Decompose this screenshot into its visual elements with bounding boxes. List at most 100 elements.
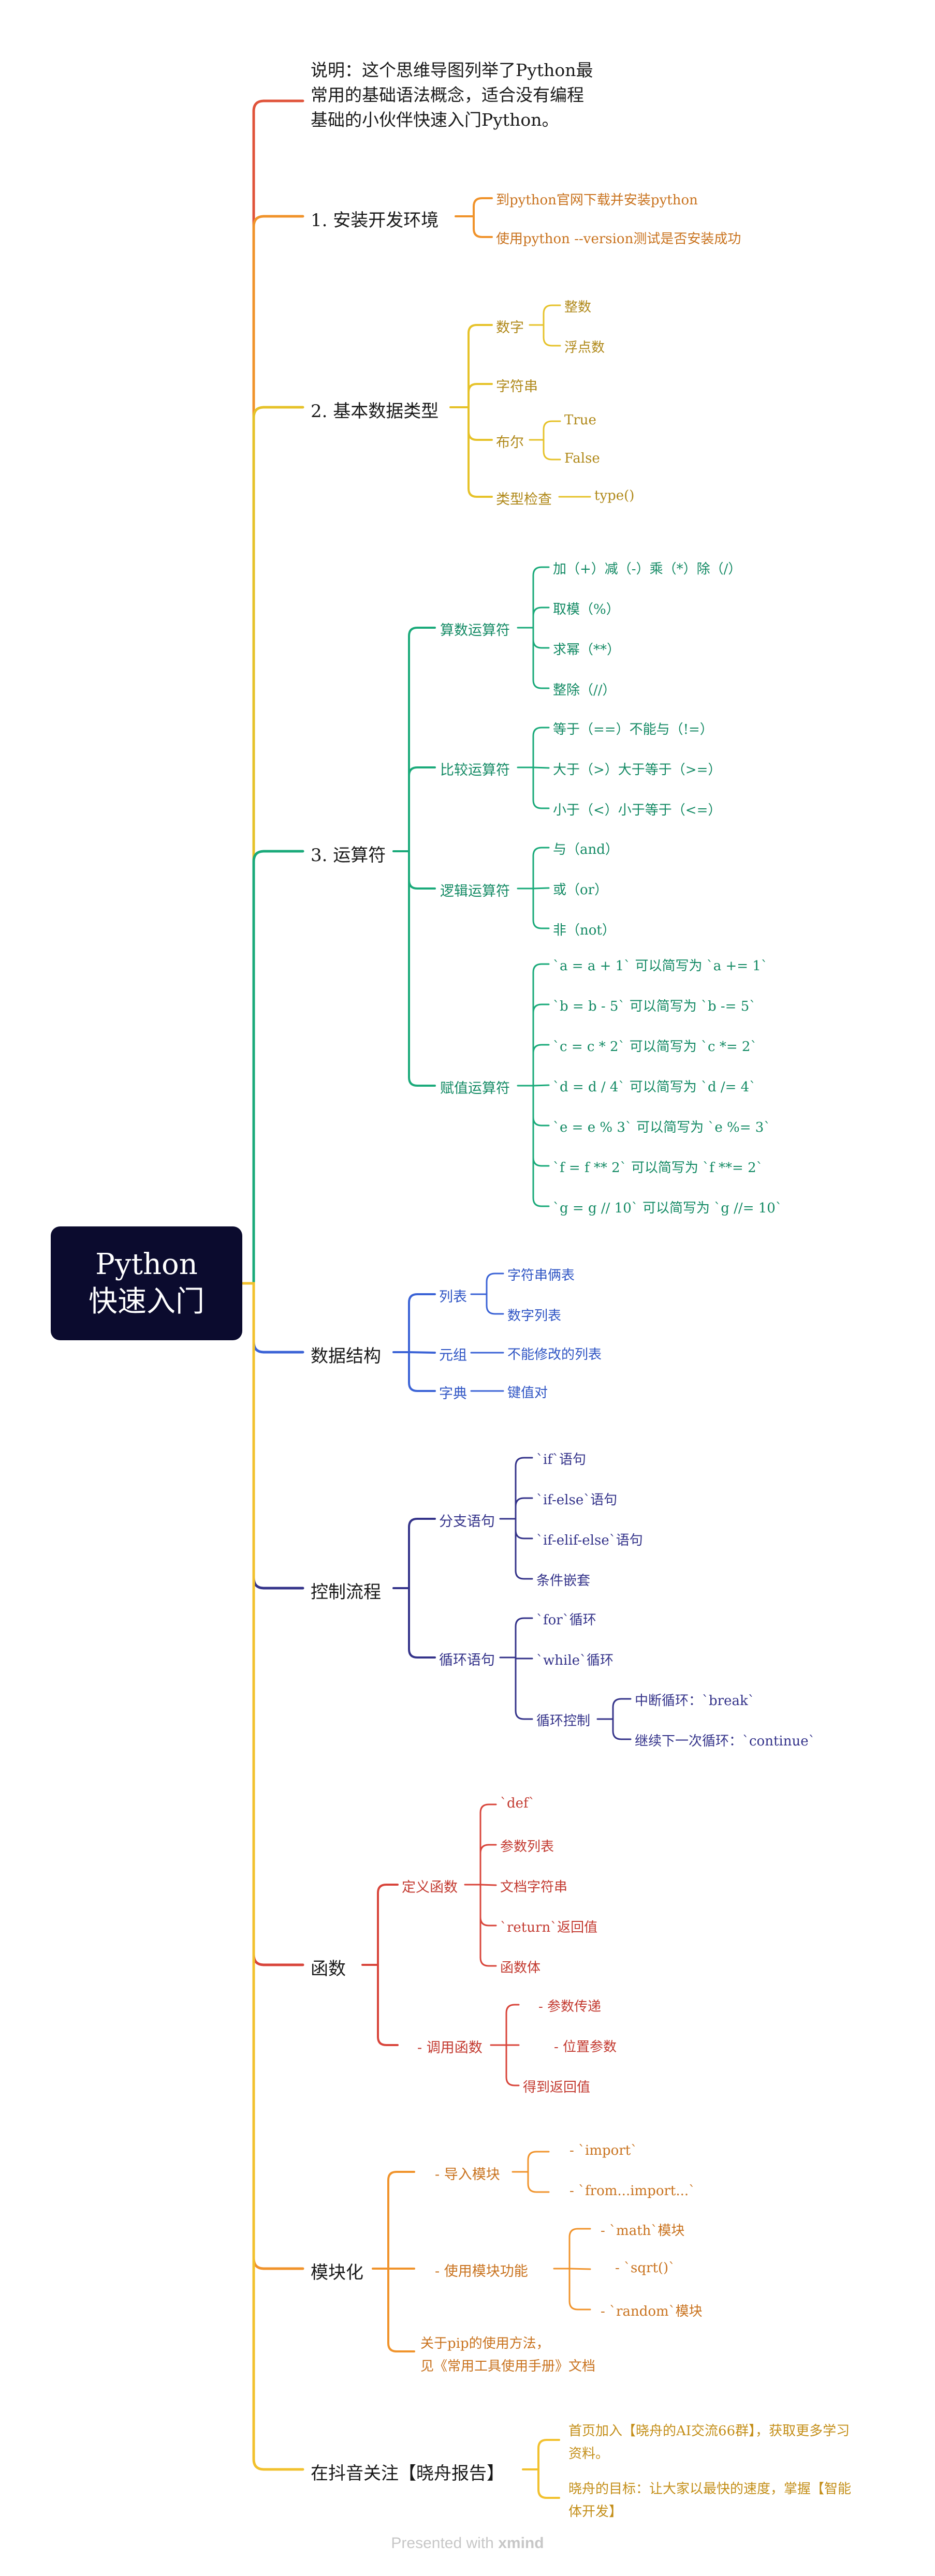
- wire-logic-kids-2: [532, 887, 550, 929]
- func-arg-passing-node[interactable]: - 参数传递: [538, 1999, 602, 2015]
- wire-loop-kids-2: [515, 1656, 533, 1720]
- wire-types-kids-2: [467, 406, 493, 441]
- flow-while-node[interactable]: `while`循环: [536, 1653, 614, 1668]
- ops-logic-or-node[interactable]: 或（or）: [553, 882, 608, 898]
- ds-dict-node[interactable]: 字典: [439, 1386, 467, 1402]
- ops-assign-node[interactable]: 赋值运算符: [440, 1080, 510, 1097]
- follow-group-node[interactable]: 首页加入【晓舟的AI交流66群】，获取更多学习 资料。: [568, 2423, 850, 2462]
- branch-modules[interactable]: 模块化: [311, 2262, 363, 2283]
- flow-for-node[interactable]: `for`循环: [536, 1612, 596, 1628]
- func-call-node[interactable]: - 调用函数: [417, 2040, 483, 2056]
- ops-assign-a-node[interactable]: `a = a + 1` 可以简写为 `a += 1`: [553, 958, 768, 974]
- wire-logic-kids-1: [532, 887, 550, 890]
- ops-assign-g-node[interactable]: `g = g // 10` 可以简写为 `g //= 10`: [553, 1201, 782, 1216]
- wire-define-kids-1: [479, 1844, 497, 1886]
- wire-compare-kids-1: [532, 766, 550, 769]
- ops-logic-node[interactable]: 逻辑运算符: [440, 883, 510, 899]
- wire-arith-kids-2: [532, 627, 550, 649]
- ops-assign-e-node[interactable]: `e = e % 3` 可以简写为 `e %= 3`: [553, 1120, 771, 1135]
- ds-list-node[interactable]: 列表: [439, 1289, 467, 1305]
- follow-goal-node[interactable]: 晓舟的目标：让大家以最快的速度，掌握【智能 体开发】: [568, 2481, 852, 2520]
- ops-compare-node[interactable]: 比较运算符: [440, 762, 510, 778]
- func-docstring-node[interactable]: 文档字符串: [500, 1879, 568, 1895]
- func-params-node[interactable]: 参数列表: [500, 1839, 554, 1855]
- func-def-keyword-node[interactable]: `def`: [500, 1796, 535, 1811]
- branch-install-env[interactable]: 1. 安装开发环境: [311, 210, 439, 231]
- wire-ds-kids-2: [408, 1351, 436, 1392]
- flow-continue-node[interactable]: 继续下一次循环：`continue`: [635, 1734, 815, 1749]
- ops-arith-pow-node[interactable]: 求幂（**）: [553, 642, 621, 658]
- branch-basic-types[interactable]: 2. 基本数据类型: [311, 401, 439, 422]
- flow-loop-node[interactable]: 循环语句: [439, 1652, 495, 1668]
- wire-ops-kids-1: [408, 766, 436, 852]
- wire-number-kids-1: [543, 324, 561, 347]
- env-download-node[interactable]: 到python官网下载并安装python: [496, 193, 698, 208]
- types-bool-node[interactable]: 布尔: [496, 435, 524, 451]
- types-float-node[interactable]: 浮点数: [564, 340, 605, 356]
- ops-arith-floordiv-node[interactable]: 整除（//）: [553, 683, 616, 698]
- mod-random-node[interactable]: - `random`模块: [601, 2304, 703, 2319]
- mod-import-stmt-node[interactable]: - `import`: [569, 2143, 638, 2158]
- ds-list-strings-node[interactable]: 字符串俩表: [507, 1268, 575, 1283]
- func-define-node[interactable]: 定义函数: [402, 1879, 458, 1896]
- wire-types-kids-1: [467, 383, 493, 408]
- branch-follow[interactable]: 在抖音关注【晓舟报告】: [311, 2463, 504, 2484]
- flow-if-node[interactable]: `if`语句: [536, 1452, 586, 1468]
- mod-from-import-node[interactable]: - `from...import...`: [569, 2183, 696, 2199]
- mod-pip-note-node[interactable]: 关于pip的使用方法， 见《常用工具使用手册》文档: [420, 2336, 596, 2374]
- ops-assign-f-node[interactable]: `f = f ** 2` 可以简写为 `f **= 2`: [553, 1160, 763, 1176]
- ds-tuple-desc-node[interactable]: 不能修改的列表: [507, 1347, 602, 1363]
- wire-ops-kids-2: [408, 850, 436, 890]
- ops-arith-basic-node[interactable]: 加（+）减（-）乘（*）除（/）: [553, 561, 742, 577]
- flow-if-elif-else-node[interactable]: `if-elif-else`语句: [536, 1533, 643, 1548]
- flow-break-node[interactable]: 中断循环：`break`: [635, 1693, 755, 1709]
- mod-import-node[interactable]: - 导入模块: [435, 2167, 500, 2183]
- types-type-func-node[interactable]: type(): [594, 488, 635, 504]
- wire-env-kids-1: [473, 215, 493, 238]
- types-false-node[interactable]: False: [564, 451, 600, 466]
- flow-branch-node[interactable]: 分支语句: [439, 1514, 495, 1530]
- ds-tuple-node[interactable]: 元组: [439, 1348, 467, 1364]
- ops-compare-eq-node[interactable]: 等于（==）不能与（!=）: [553, 722, 713, 737]
- ops-arith-mod-node[interactable]: 取模（%）: [553, 602, 620, 617]
- ops-assign-c-node[interactable]: `c = c * 2` 可以简写为 `c *= 2`: [553, 1039, 757, 1055]
- types-true-node[interactable]: True: [564, 412, 596, 428]
- ops-arith-node[interactable]: 算数运算符: [440, 623, 510, 639]
- branch-control-flow[interactable]: 控制流程: [311, 1582, 381, 1603]
- wire-follow-kids-1: [537, 2468, 560, 2499]
- types-typecheck-node[interactable]: 类型检查: [496, 492, 552, 508]
- ops-assign-b-node[interactable]: `b = b - 5` 可以简写为 `b -= 5`: [553, 999, 756, 1014]
- ops-logic-not-node[interactable]: 非（not）: [553, 923, 616, 938]
- branch-data-structures[interactable]: 数据结构: [311, 1346, 381, 1367]
- func-return-value-node[interactable]: 得到返回值: [523, 2080, 591, 2095]
- ds-dict-desc-node[interactable]: 键值对: [507, 1385, 548, 1401]
- types-string-node[interactable]: 字符串: [496, 379, 538, 395]
- flow-nested-node[interactable]: 条件嵌套: [536, 1573, 591, 1589]
- wire-flow-kids-0: [408, 1518, 436, 1589]
- flow-if-else-node[interactable]: `if-else`语句: [536, 1492, 618, 1508]
- branch-functions[interactable]: 函数: [311, 1959, 346, 1979]
- mod-math-node[interactable]: - `math`模块: [601, 2223, 685, 2239]
- ops-compare-gt-node[interactable]: 大于（>）大于等于（>=）: [553, 762, 722, 778]
- central-topic[interactable]: Python 快速入门: [51, 1226, 242, 1340]
- branch-operators[interactable]: 3. 运算符: [311, 845, 386, 866]
- ops-compare-lt-node[interactable]: 小于（<）小于等于（<=）: [553, 803, 722, 818]
- ds-list-numbers-node[interactable]: 数字列表: [507, 1308, 562, 1324]
- mod-use-node[interactable]: - 使用模块功能: [435, 2263, 528, 2279]
- ops-assign-d-node[interactable]: `d = d / 4` 可以简写为 `d /= 4`: [553, 1079, 756, 1095]
- wire-loop-kids-0: [515, 1617, 533, 1659]
- wire-arith-kids-1: [532, 606, 550, 629]
- wire-branch-kids-3: [515, 1518, 533, 1580]
- types-number-node[interactable]: 数字: [496, 320, 524, 336]
- ops-logic-and-node[interactable]: 与（and）: [553, 842, 619, 857]
- func-positional-node[interactable]: - 位置参数: [554, 2039, 617, 2055]
- env-version-check-node[interactable]: 使用python --version测试是否安装成功: [496, 231, 741, 247]
- flow-loop-control-node[interactable]: 循环控制: [536, 1713, 591, 1729]
- func-return-node[interactable]: `return`返回值: [500, 1920, 598, 1935]
- wire-call-kids-2: [505, 2044, 520, 2086]
- intro-note[interactable]: 说明：这个思维导图列举了Python最 常用的基础语法概念，适合没有编程 基础的…: [311, 60, 593, 130]
- func-body-node[interactable]: 函数体: [500, 1960, 541, 1976]
- mod-sqrt-node[interactable]: - `sqrt()`: [615, 2260, 676, 2276]
- types-integer-node[interactable]: 整数: [564, 300, 592, 315]
